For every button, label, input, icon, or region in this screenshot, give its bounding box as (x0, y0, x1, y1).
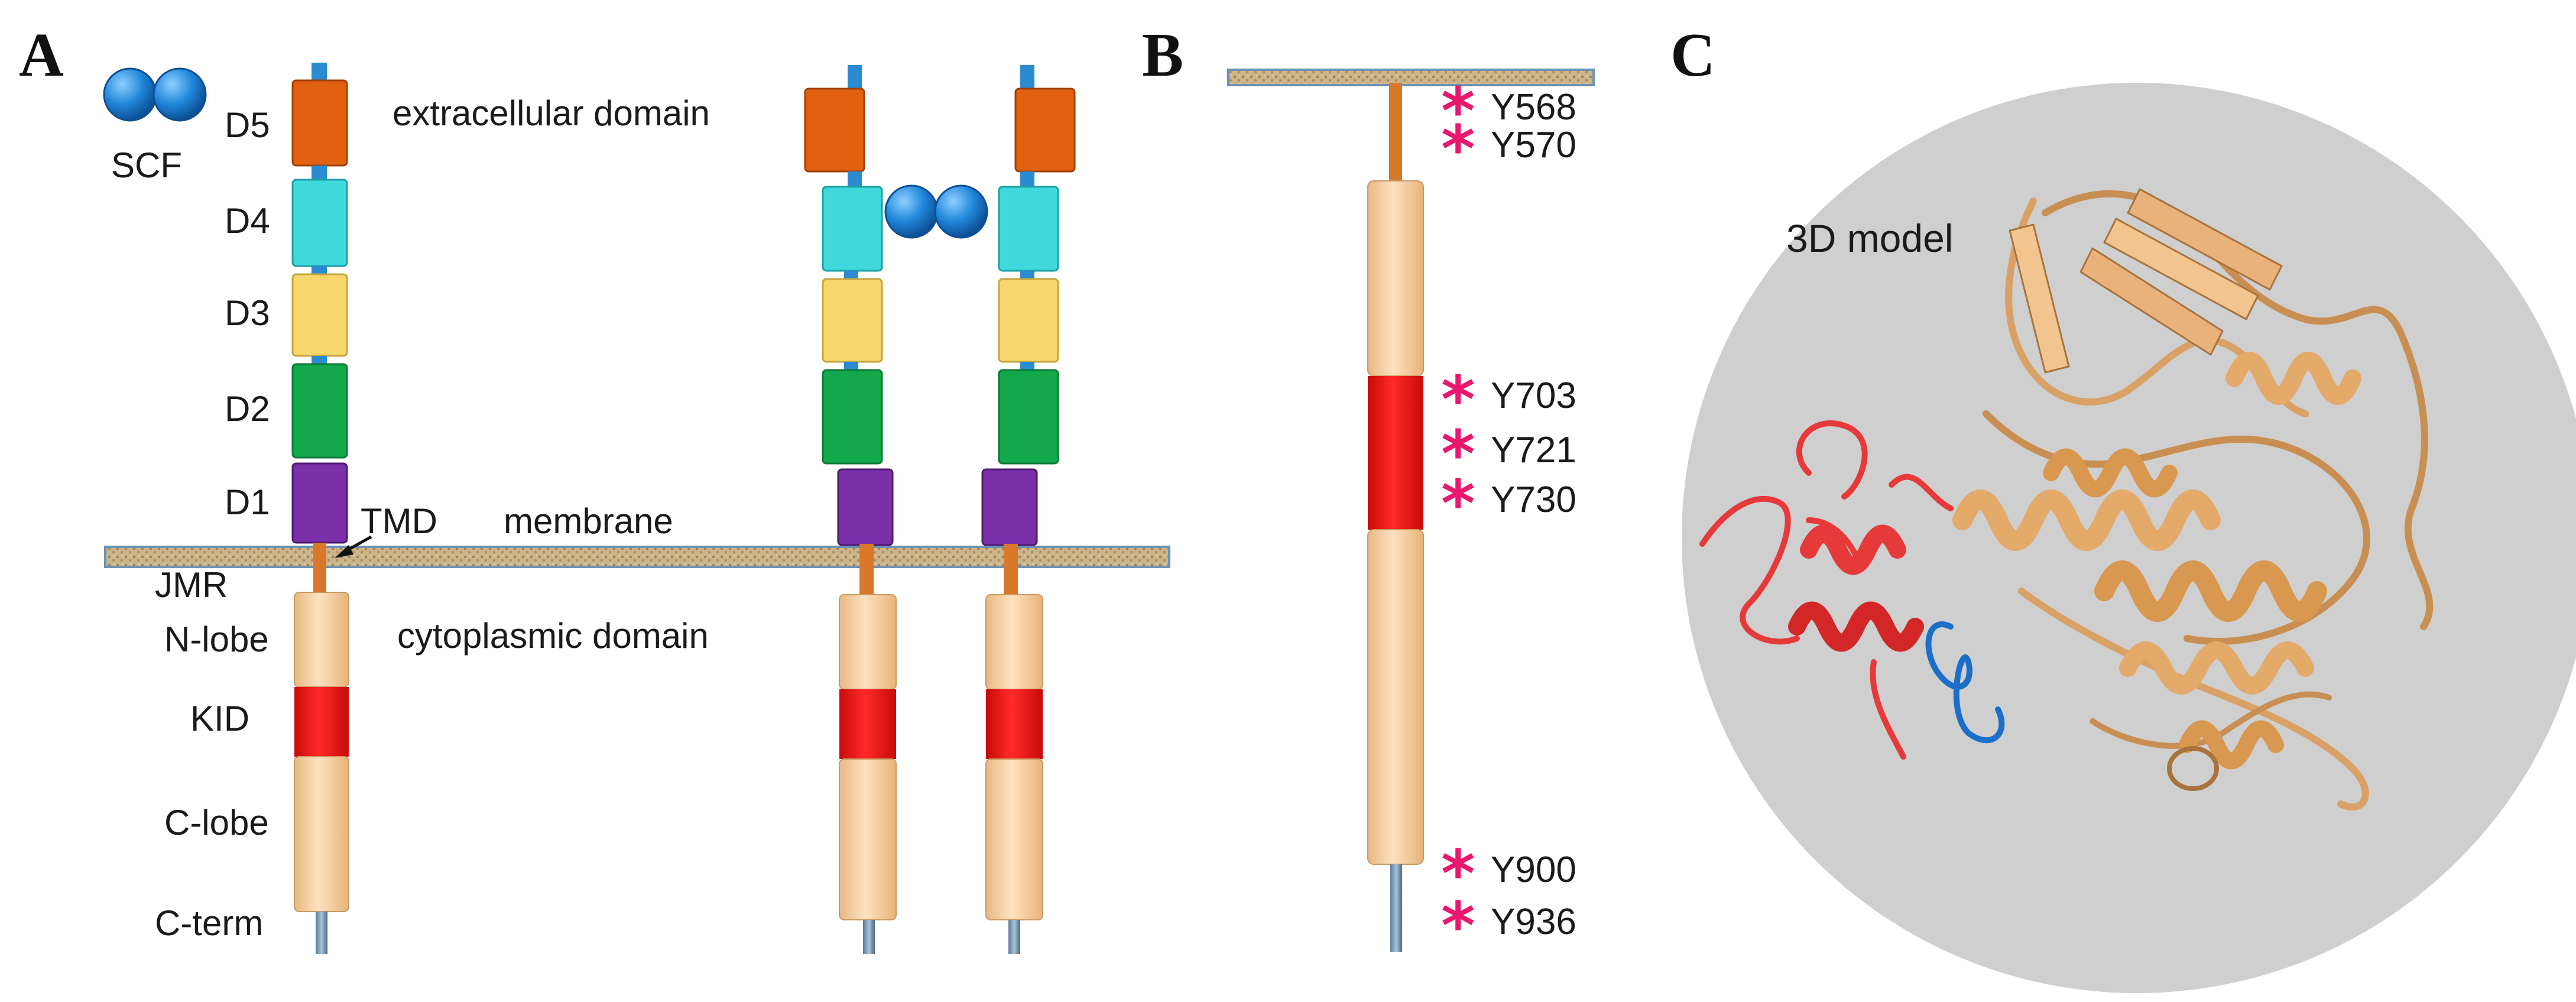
scf-label: SCF (111, 145, 182, 185)
receptor-dimer-right (981, 65, 1076, 954)
c-lobe-label: C-lobe (164, 803, 269, 842)
tmd-label: TMD (361, 501, 437, 541)
model-title: 3D model (1786, 216, 1953, 260)
scf-dimer-bound (884, 184, 988, 239)
asterisk-y936: * (1441, 888, 1475, 964)
site-y721: Y721 (1491, 430, 1576, 471)
domain-label-d5: D5 (225, 105, 270, 145)
scf-ligand (103, 67, 207, 122)
site-y703: Y703 (1491, 375, 1576, 416)
panel-c: C 3D model (1670, 20, 2576, 993)
kinase-c-lobe (1367, 529, 1424, 865)
domain-label-d1: D1 (225, 482, 270, 522)
extracellular-label: extracellular domain (392, 93, 710, 133)
domain-label-d2: D2 (225, 389, 270, 429)
cytoplasmic-label: cytoplasmic domain (397, 616, 709, 656)
membrane-bar-b (1227, 69, 1595, 86)
c-terminal-tail (1390, 864, 1402, 952)
site-y570: Y570 (1491, 125, 1576, 166)
kinase-insert-domain (1368, 376, 1423, 530)
kid-ribbon (1699, 420, 1954, 760)
asterisk-y730: * (1441, 466, 1475, 541)
asterisk-y900: * (1441, 836, 1475, 912)
asterisk-y570: * (1441, 111, 1475, 187)
kid-label: KID (190, 699, 249, 738)
jmr-ribbon (1925, 621, 2005, 744)
membrane-bar (104, 546, 1170, 568)
panel-c-letter: C (1670, 20, 1715, 89)
membrane-label: membrane (504, 501, 673, 541)
tmd-arrow (335, 535, 372, 558)
receptor-dimer-left (804, 65, 897, 954)
asterisk-y568: * (1441, 73, 1475, 149)
site-y936: Y936 (1491, 902, 1576, 942)
panel-b-letter: B (1142, 20, 1183, 89)
receptor-monomer (291, 63, 349, 954)
panel-a-letter: A (19, 20, 64, 89)
kinase-n-lobe (1367, 180, 1424, 377)
asterisk-y703: * (1441, 362, 1475, 437)
n-lobe-label: N-lobe (164, 620, 269, 659)
domain-label-d4: D4 (225, 201, 270, 241)
c-term-label: C-term (155, 903, 263, 943)
domain-label-d3: D3 (225, 293, 270, 333)
panel-a: A SCF D5 D4 D3 D2 (19, 20, 1170, 954)
asterisk-y721: * (1441, 416, 1475, 492)
panel-b: B * Y568 * Y570 * Y703 * Y721 * Y730 * Y… (1142, 20, 1595, 964)
site-y900: Y900 (1491, 849, 1576, 890)
site-y730: Y730 (1491, 479, 1576, 520)
site-y568: Y568 (1491, 87, 1576, 128)
juxtamembrane-segment (1389, 83, 1402, 182)
jmr-label: JMR (155, 565, 228, 605)
kinase-ribbon (1952, 188, 2434, 811)
